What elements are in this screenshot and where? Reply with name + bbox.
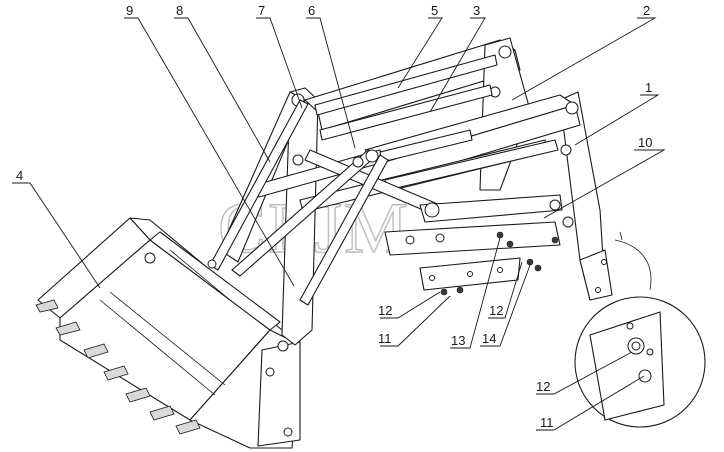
callout-9: 9 <box>126 3 133 18</box>
callout-3: 3 <box>473 3 480 18</box>
mounting-bracket <box>384 221 561 296</box>
leader-lines <box>12 17 666 431</box>
bucket-teeth <box>35 299 201 435</box>
linkage-rods <box>207 99 389 306</box>
callout-6: 6 <box>308 3 315 18</box>
callout-4: 4 <box>16 168 23 183</box>
callout-10: 10 <box>638 135 652 150</box>
callout-labels: 1 2 3 4 5 6 7 8 9 10 12 11 13 14 12 12 1… <box>16 3 652 430</box>
callout-12-mid: 12 <box>489 303 503 318</box>
callout-12-main: 12 <box>378 303 392 318</box>
callout-12-detail: 12 <box>536 379 550 394</box>
callout-14: 14 <box>482 331 496 346</box>
callout-5: 5 <box>431 3 438 18</box>
callout-2: 2 <box>643 3 650 18</box>
callout-7: 7 <box>258 3 265 18</box>
callout-13: 13 <box>451 333 465 348</box>
callout-8: 8 <box>176 3 183 18</box>
detail-view <box>574 231 706 428</box>
callout-11-detail: 11 <box>540 415 554 430</box>
tractor-frame-mount <box>579 249 613 301</box>
callout-1: 1 <box>645 80 652 95</box>
callout-11-main: 11 <box>378 331 392 346</box>
bucket <box>35 217 301 449</box>
